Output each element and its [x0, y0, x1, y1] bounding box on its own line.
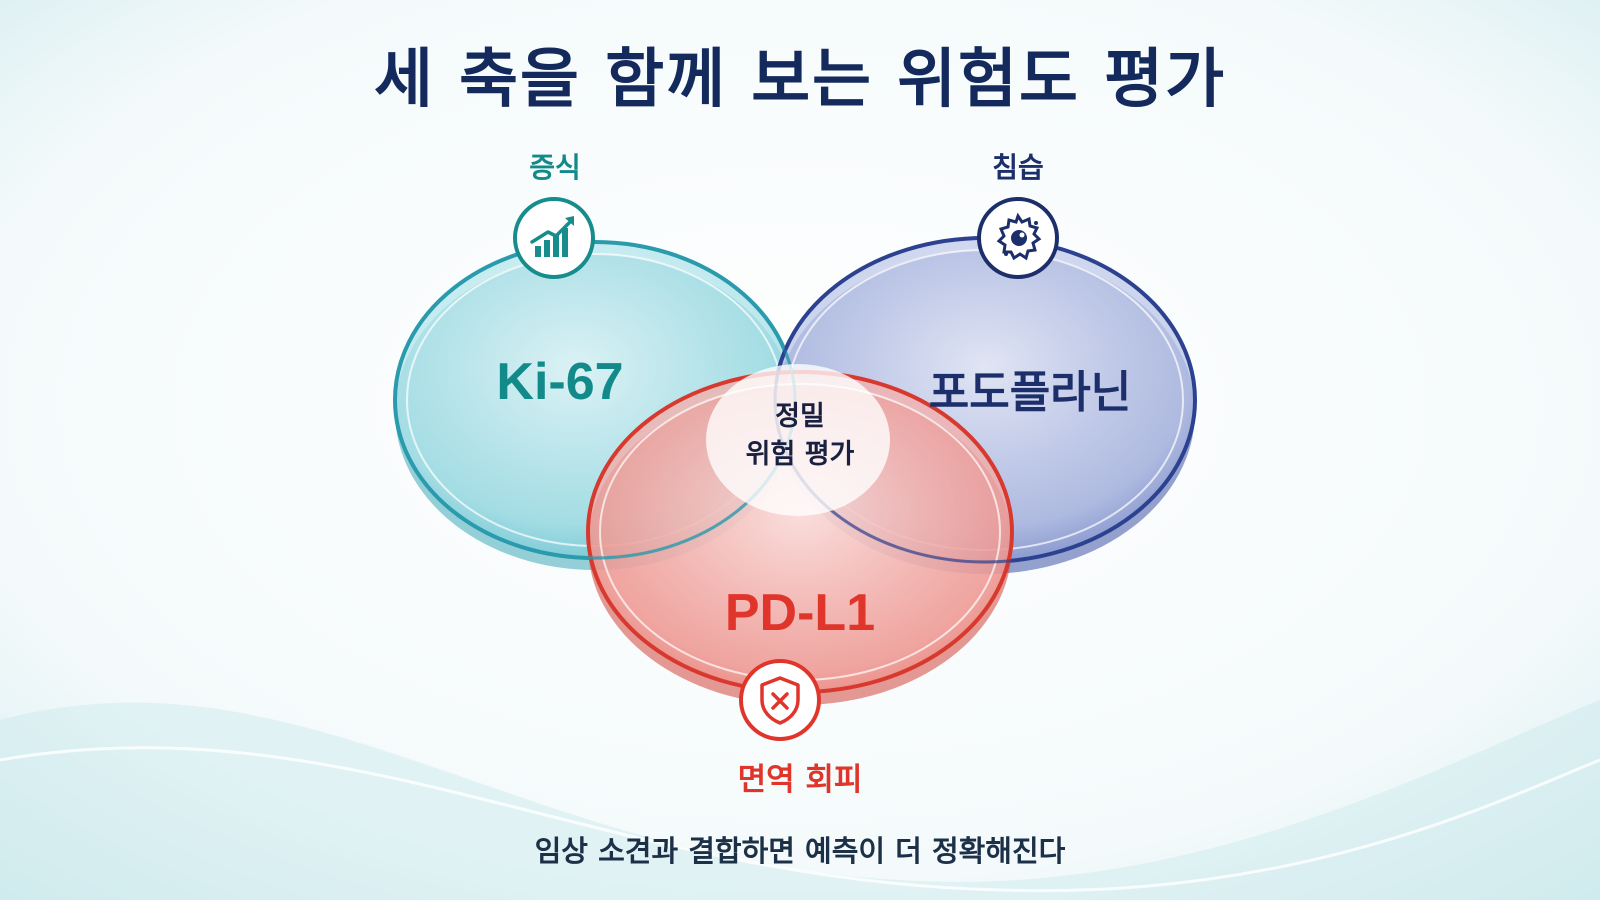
ki67-label: Ki-67 [496, 353, 624, 411]
background-wave [0, 700, 1600, 900]
shield-x-icon [738, 658, 822, 742]
pdl1-label: PD-L1 [724, 584, 876, 642]
invasion-category-label: 침습 [992, 151, 1044, 184]
center-label-line2: 위험 평가 [745, 439, 855, 470]
immune-disc [586, 370, 1014, 705]
center-highlight [706, 364, 890, 516]
proliferation-category-label: 증식 [529, 151, 581, 184]
center-label-line1: 정밀 [775, 401, 825, 432]
background-wave-line [0, 746, 1600, 893]
cell-gear-icon [976, 196, 1060, 280]
rising-chart-icon [512, 196, 596, 280]
caption: 임상 소견과 결합하면 예측이 더 정확해진다 [534, 834, 1066, 868]
center-label: 정밀 위험 평가 [680, 398, 920, 474]
immune-category-label: 면역 회피 [737, 762, 863, 798]
podoplanin-label: 포도플라닌 [928, 367, 1132, 418]
page-title: 세 축을 함께 보는 위험도 평가 [374, 43, 1226, 117]
